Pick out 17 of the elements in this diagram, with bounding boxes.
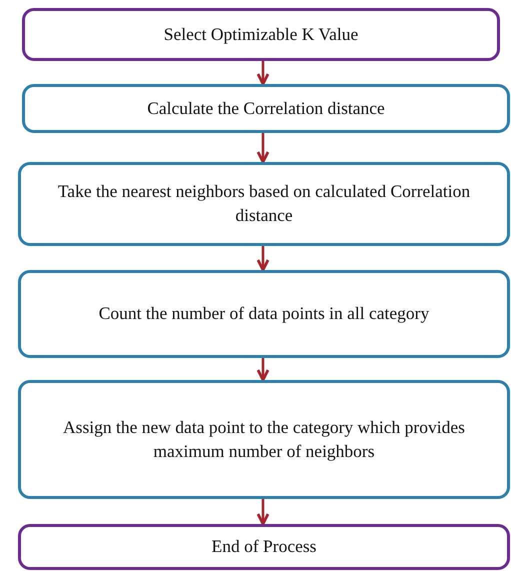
arrow	[256, 61, 270, 86]
terminal-box	[18, 524, 510, 570]
step-text: Count the number of data points in all category	[98, 302, 430, 326]
step-text: Assign the new data point to the category which provides maximum number of neighbors	[62, 416, 466, 463]
process-box	[18, 270, 510, 358]
terminal-box	[22, 8, 500, 61]
process-box	[22, 84, 510, 133]
step-text: Take the nearest neighbors based on calculated Correlation distance	[56, 180, 472, 227]
arrow	[256, 499, 270, 526]
process-box	[18, 162, 510, 246]
arrow	[256, 358, 270, 382]
process-box	[18, 380, 510, 499]
step-text: Select Optimizable K Value	[164, 22, 358, 46]
arrow	[256, 133, 270, 164]
step-text: Calculate the Correlation distance	[147, 96, 385, 120]
arrow	[256, 246, 270, 272]
step-text: End of Process	[212, 535, 316, 558]
